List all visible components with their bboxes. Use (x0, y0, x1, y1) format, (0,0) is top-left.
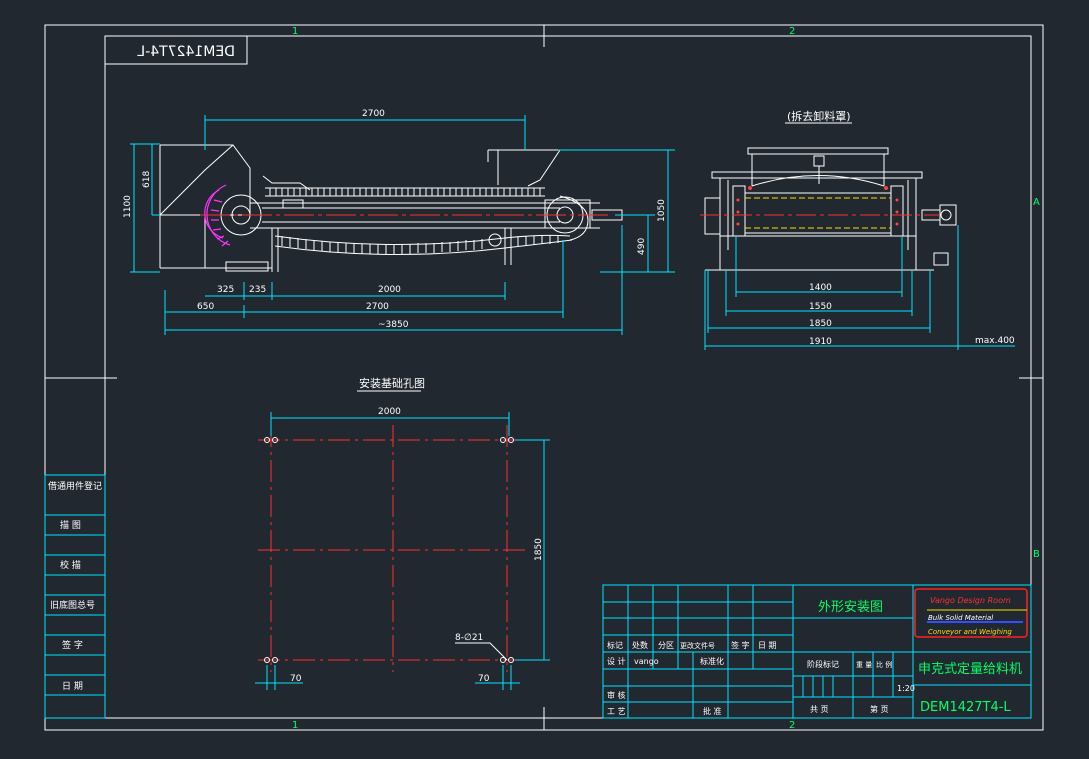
side-dim-2000: 2000 (378, 285, 401, 295)
tb-hdr-mark: 标记 (607, 640, 623, 650)
tb-hdr-sign: 签 字 (731, 640, 750, 650)
tb-standard: 标准化 (700, 656, 724, 666)
end-dim-max: max.400 (975, 336, 1015, 346)
tb-product-name: 申克式定量给料机 (918, 662, 1022, 677)
side-dim-490: 490 (637, 238, 647, 255)
side-dim-2700: 2700 (366, 302, 389, 312)
side-dim-650: 650 (197, 302, 214, 312)
tb-hdr-docno: 更改文件号 (680, 641, 715, 650)
side-table-row-1: 借通用件登记 (48, 480, 102, 492)
side-view: 2700 2000 325 235 650 2700 ~3850 1100 61… (123, 109, 675, 335)
zone-bottom-2: 2 (789, 720, 795, 731)
tb-total: 共 页 (810, 705, 829, 714)
side-dim-325: 325 (217, 285, 234, 295)
tb-hdr-date: 日 期 (758, 641, 777, 650)
tb-designer: vango (634, 657, 659, 666)
tb-hdr-zone: 分区 (658, 641, 674, 650)
side-dim-618: 618 (142, 171, 152, 188)
end-view-title: (拆去卸料罩) (787, 109, 851, 123)
zone-top-1: 1 (292, 26, 298, 37)
logo-line3: Conveyor and Weighing (928, 628, 1012, 636)
zone-bottom-1: 1 (292, 720, 298, 731)
end-dim-1400: 1400 (809, 283, 832, 293)
end-view: (拆去卸料罩) (700, 109, 1015, 350)
foundation-dim-70-right: 70 (478, 674, 490, 684)
side-table-row-5: 签 字 (62, 639, 83, 651)
foundation-title: 安装基础孔图 (359, 376, 425, 390)
tb-design: 设 计 (607, 656, 626, 666)
tb-process: 工 艺 (607, 707, 626, 716)
tb-page: 第 页 (870, 704, 889, 714)
side-table-row-3: 校 描 (60, 559, 81, 571)
zone-right-b: B (1033, 549, 1040, 560)
side-dim-235: 235 (249, 285, 266, 295)
mirrored-drawing-code: DEM1427T4-L (137, 44, 235, 60)
end-dim-1850: 1850 (809, 319, 832, 329)
side-dim-1050: 1050 (657, 199, 667, 222)
side-dim-top-2700: 2700 (362, 109, 385, 119)
tb-scale-label: 比 例 (876, 660, 892, 669)
zone-top-2: 2 (789, 26, 795, 37)
foundation-hole-note: 8-∅21 (455, 633, 483, 643)
side-dim-total: ~3850 (378, 320, 409, 330)
zone-right-a: A (1033, 197, 1040, 208)
foundation-dim-70-left: 70 (290, 674, 302, 684)
title-block: 标记 处数 分区 更改文件号 签 字 日 期 设 计 vango 标准化 审 核… (602, 584, 1032, 719)
mirrored-code-box: DEM1427T4-L (105, 36, 248, 65)
tb-approve: 批 准 (703, 706, 722, 716)
logo-line1: Vango Design Room (930, 596, 1011, 605)
zone-markers: 1 2 1 2 A B (292, 26, 1040, 731)
tb-review: 审 核 (607, 690, 626, 700)
side-register-table: 借通用件登记 描 图 校 描 旧底图总号 签 字 日 期 (44, 474, 106, 719)
side-table-row-6: 日 期 (62, 681, 83, 692)
end-dim-1550: 1550 (809, 302, 832, 312)
sheet-frame (44, 24, 1044, 731)
tb-hdr-qty: 处数 (632, 640, 648, 650)
side-table-row-2: 描 图 (60, 519, 81, 531)
foundation-dim-1850: 1850 (534, 538, 544, 561)
tb-stage-mark: 阶段标记 (807, 659, 839, 669)
foundation-dim-2000: 2000 (378, 407, 401, 417)
tb-drawing-no: DEM1427T4-L (920, 700, 1011, 715)
company-logo: Vango Design Room Bulk Solid Material Co… (914, 588, 1028, 638)
end-dim-1910: 1910 (809, 337, 832, 347)
side-table-row-4: 旧底图总号 (50, 599, 95, 611)
foundation-plan: 安装基础孔图 (255, 376, 550, 690)
logo-line2: Bulk Solid Material (928, 614, 993, 622)
side-dim-1100: 1100 (123, 195, 133, 218)
tb-drawing-name: 外形安装图 (818, 600, 883, 615)
tb-weight: 重 量 (856, 661, 872, 669)
tb-scale: 1:20 (897, 684, 915, 693)
